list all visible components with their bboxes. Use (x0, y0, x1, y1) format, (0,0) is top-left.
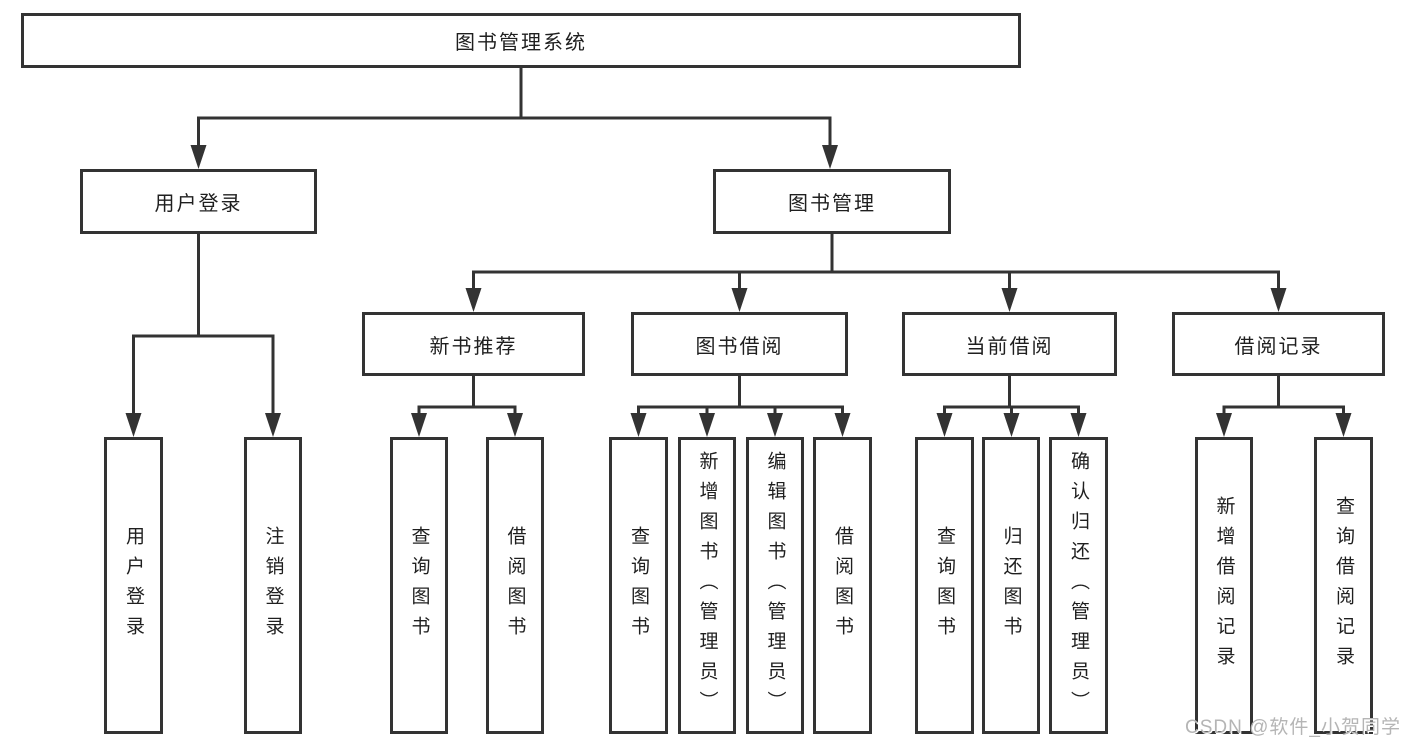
connector-book-borrow-to-leaves (630, 376, 851, 437)
node-book-management: 图书管理 (713, 169, 951, 234)
node-new-book-recommend: 新书推荐 (362, 312, 585, 376)
leaf-query-book-1-label: 查询图书 (408, 525, 430, 646)
leaf-return-book: 归还图书 (982, 437, 1040, 734)
leaf-add-book-admin: 新增图书（管理员） (678, 437, 736, 734)
leaf-query-book-1: 查询图书 (390, 437, 448, 734)
leaf-confirm-return-admin-label: 确认归还（管理员） (1068, 450, 1089, 721)
leaf-logout: 注销登录 (244, 437, 302, 734)
leaf-borrow-book-2-label: 借阅图书 (832, 525, 853, 646)
leaf-add-borrow-record-label: 新增借阅记录 (1213, 495, 1235, 676)
leaf-query-borrow-record: 查询借阅记录 (1314, 437, 1373, 734)
node-borrow-record: 借阅记录 (1172, 312, 1385, 376)
leaf-query-book-3: 查询图书 (915, 437, 974, 734)
node-user-login-label: 用户登录 (154, 193, 243, 215)
csdn-watermark: CSDN @软件_小贺同学 (1185, 717, 1401, 738)
leaf-query-book-3-label: 查询图书 (934, 525, 955, 646)
leaf-query-book-2-label: 查询图书 (628, 525, 649, 646)
connector-user-login-to-leaves (125, 234, 281, 437)
node-book-management-label: 图书管理 (788, 193, 876, 215)
leaf-edit-book-admin: 编辑图书（管理员） (746, 437, 804, 734)
node-borrow-record-label: 借阅记录 (1234, 335, 1323, 358)
connector-borrow-record-to-leaves (1216, 376, 1352, 437)
leaf-user-login-label: 用户登录 (123, 525, 144, 646)
leaf-add-book-admin-label: 新增图书（管理员） (696, 450, 718, 721)
node-book-borrow-label: 图书借阅 (695, 335, 784, 358)
leaf-add-borrow-record: 新增借阅记录 (1195, 437, 1253, 734)
node-root-label: 图书管理系统 (455, 32, 587, 54)
connector-book-mgmt-to-level3 (465, 234, 1287, 312)
connector-new-book-rec-to-leaves (411, 376, 523, 437)
leaf-borrow-book-2: 借阅图书 (813, 437, 872, 734)
leaf-confirm-return-admin: 确认归还（管理员） (1049, 437, 1108, 734)
connector-root-to-level2 (190, 68, 838, 169)
leaf-borrow-book-1: 借阅图书 (486, 437, 544, 734)
node-user-login: 用户登录 (80, 169, 317, 234)
leaf-borrow-book-1-label: 借阅图书 (504, 525, 526, 646)
leaf-return-book-label: 归还图书 (1000, 525, 1022, 646)
node-new-book-recommend-label: 新书推荐 (429, 335, 518, 358)
leaf-edit-book-admin-label: 编辑图书（管理员） (764, 450, 786, 721)
node-book-borrow: 图书借阅 (631, 312, 848, 376)
leaf-query-book-2: 查询图书 (609, 437, 668, 734)
connector-current-borrow-to-leaves (936, 376, 1087, 437)
node-current-borrow-label: 当前借阅 (965, 335, 1054, 358)
node-root: 图书管理系统 (21, 13, 1021, 68)
leaf-query-borrow-record-label: 查询借阅记录 (1333, 495, 1354, 676)
leaf-user-login: 用户登录 (104, 437, 163, 734)
leaf-logout-label: 注销登录 (262, 525, 284, 646)
node-current-borrow: 当前借阅 (902, 312, 1117, 376)
